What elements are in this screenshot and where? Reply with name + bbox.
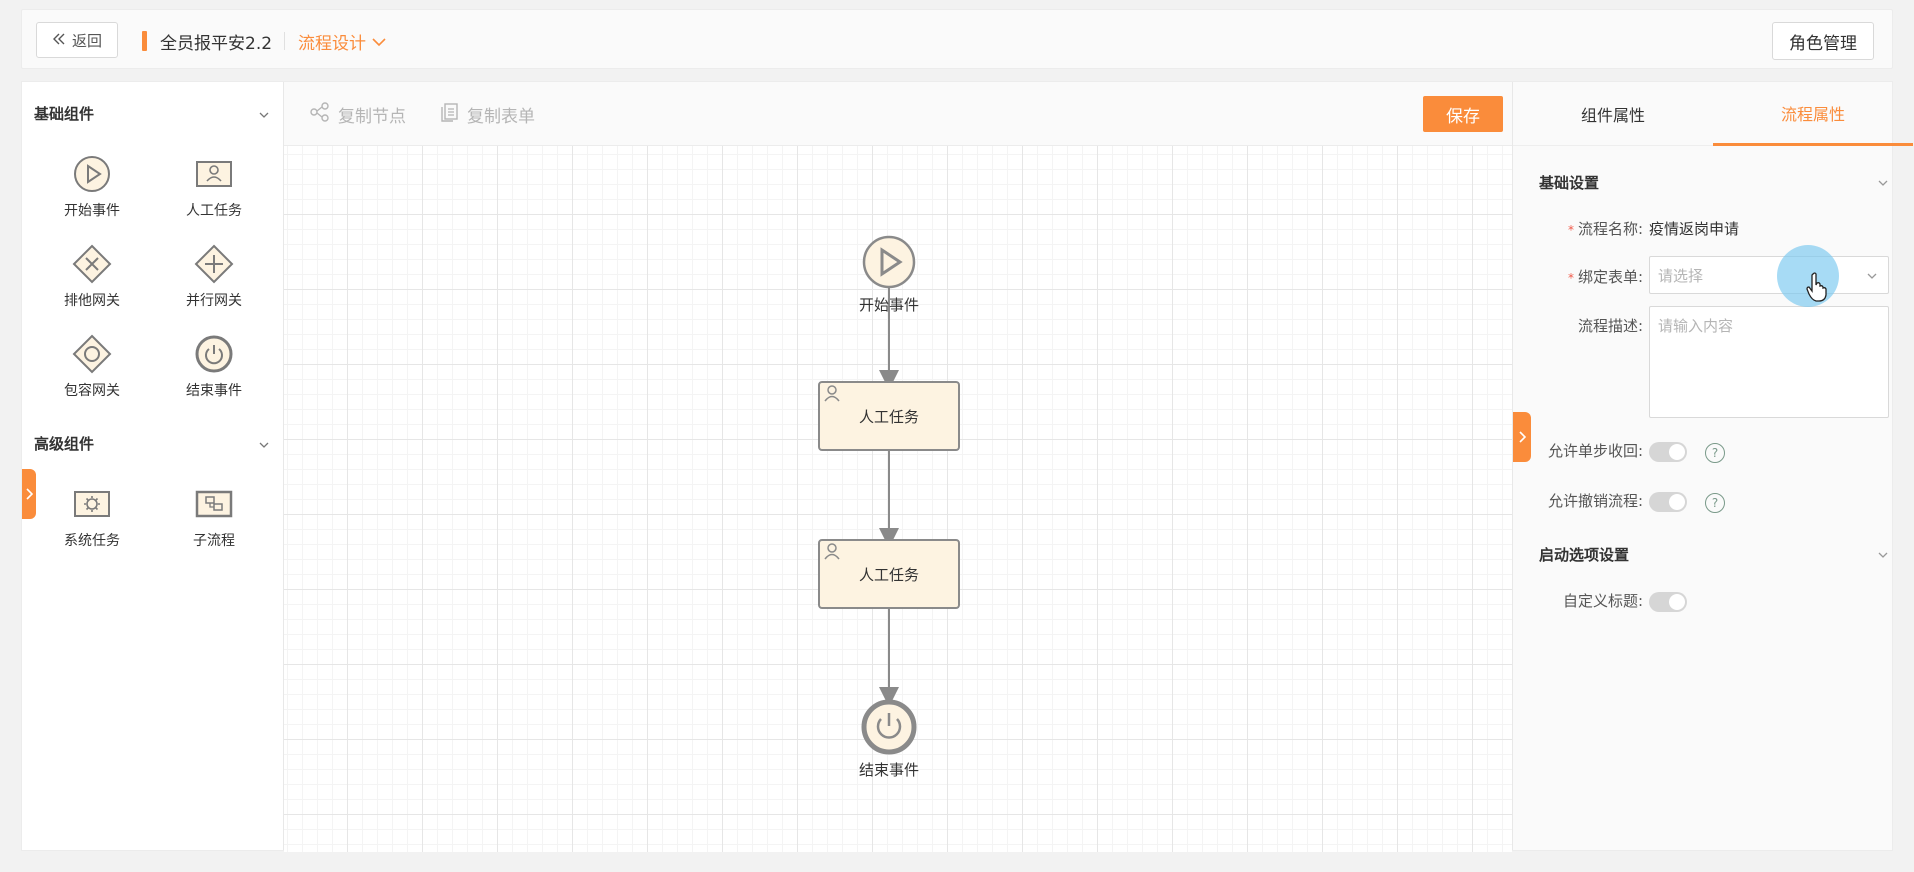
tab-process-properties[interactable]: 流程属性 — [1713, 82, 1913, 146]
user-task-node[interactable] — [818, 381, 960, 451]
allow-cancel-toggle[interactable] — [1649, 492, 1687, 512]
mode-label: 流程设计 — [298, 34, 366, 54]
design-canvas: 复制节点 复制表单 保存 — [284, 82, 1512, 852]
play-circle-icon — [74, 156, 110, 192]
user-task-label: 人工任务 — [858, 408, 919, 426]
palette-item-label: 开始事件 — [64, 203, 120, 219]
palette-item-label: 并行网关 — [186, 293, 242, 309]
subprocess-icon — [195, 490, 233, 518]
palette-item-inclusive-gateway[interactable]: 包容网关 — [42, 334, 142, 400]
chevron-right-icon — [26, 488, 33, 500]
palette-item-label: 系统任务 — [64, 533, 120, 549]
power-circle-icon — [195, 335, 233, 373]
diamond-x-icon — [72, 244, 112, 284]
back-label: 返回 — [71, 31, 102, 50]
required-mark: * — [1567, 271, 1574, 285]
title-accent-bar — [142, 31, 147, 51]
required-mark: * — [1567, 223, 1574, 237]
chevron-down-icon — [258, 107, 270, 119]
process-description-label: 流程描述: — [1577, 317, 1643, 335]
workspace: 基础组件 开始事件 人工任务 排他网关 并行网关 包容网关 结束事件 — [21, 81, 1913, 852]
bind-form-placeholder: 请选择 — [1658, 266, 1704, 285]
top-bar: 返回 全员报平安2.2 流程设计 角色管理 — [21, 9, 1893, 69]
basic-settings-title: 基础设置 — [1539, 174, 1600, 192]
chevron-down-icon — [372, 32, 386, 52]
palette-item-label: 人工任务 — [186, 203, 242, 219]
user-task-label: 人工任务 — [858, 566, 919, 584]
help-icon[interactable]: ? — [1705, 493, 1725, 513]
canvas-toolbar: 复制节点 复制表单 保存 — [284, 82, 1512, 146]
double-chevron-left-icon — [52, 31, 66, 49]
chevron-down-icon — [1878, 552, 1888, 558]
palette-item-start-event[interactable]: 开始事件 — [42, 154, 142, 220]
properties-panel: 组件属性 流程属性 基础设置 *流程名称: 疫情返岗申请 *绑定表单: 请选择 … — [1512, 82, 1913, 850]
custom-title-toggle[interactable] — [1649, 592, 1687, 612]
process-name-value: 疫情返岗申请 — [1649, 220, 1740, 238]
bind-form-label: *绑定表单: — [1567, 268, 1643, 286]
palette-item-label: 子流程 — [193, 533, 235, 549]
start-options-title: 启动选项设置 — [1539, 546, 1630, 564]
diamond-plus-icon — [194, 244, 234, 284]
title-divider — [284, 32, 285, 50]
process-diagram — [818, 235, 960, 755]
canvas-grid[interactable]: 开始事件 人工任务 人工任务 结束事件 — [284, 146, 1512, 852]
expand-palette-handle[interactable] — [22, 469, 36, 519]
diamond-circle-icon — [72, 334, 112, 374]
copy-form-label: 复制表单 — [467, 107, 535, 127]
role-management-button[interactable]: 角色管理 — [1772, 22, 1874, 60]
end-event-label: 结束事件 — [858, 761, 919, 779]
copy-node-button[interactable]: 复制节点 — [310, 102, 406, 127]
start-event-node[interactable] — [862, 235, 916, 289]
tab-component-properties[interactable]: 组件属性 — [1580, 106, 1645, 125]
help-icon[interactable]: ? — [1705, 443, 1725, 463]
palette-item-system-task[interactable]: 系统任务 — [42, 484, 142, 550]
palette-item-label: 排他网关 — [64, 293, 120, 309]
properties-tabs: 组件属性 流程属性 — [1513, 82, 1913, 146]
start-event-label: 开始事件 — [858, 296, 919, 314]
save-button[interactable]: 保存 — [1423, 96, 1503, 132]
custom-title-label: 自定义标题: — [1562, 592, 1643, 610]
chevron-right-icon — [1519, 431, 1526, 443]
basic-group-title: 基础组件 — [34, 104, 95, 123]
allow-single-step-label: 允许单步收回: — [1547, 442, 1643, 460]
chevron-down-icon — [258, 437, 270, 449]
allow-single-step-toggle[interactable] — [1649, 442, 1687, 462]
chevron-down-icon — [1867, 273, 1877, 279]
palette-item-subprocess[interactable]: 子流程 — [164, 484, 264, 550]
cursor-highlight — [1777, 245, 1839, 307]
component-palette: 基础组件 开始事件 人工任务 排他网关 并行网关 包容网关 结束事件 — [22, 82, 284, 850]
chevron-down-icon — [1878, 180, 1888, 186]
process-name-label: *流程名称: — [1567, 220, 1643, 238]
gear-card-icon — [74, 491, 110, 517]
advanced-group-title: 高级组件 — [34, 434, 95, 453]
palette-item-parallel-gateway[interactable]: 并行网关 — [164, 244, 264, 310]
mode-dropdown[interactable]: 流程设计 — [298, 29, 386, 54]
back-button[interactable]: 返回 — [36, 22, 118, 58]
description-placeholder: 请输入内容 — [1658, 317, 1734, 335]
copy-document-icon — [439, 102, 459, 127]
share-nodes-icon — [310, 102, 330, 127]
user-task-node[interactable] — [818, 539, 960, 609]
process-description-textarea[interactable]: 请输入内容 — [1649, 306, 1889, 418]
palette-item-user-task[interactable]: 人工任务 — [164, 154, 264, 220]
start-options-header[interactable]: 启动选项设置 — [1539, 544, 1889, 565]
palette-item-exclusive-gateway[interactable]: 排他网关 — [42, 244, 142, 310]
copy-form-button[interactable]: 复制表单 — [439, 102, 535, 127]
palette-item-label: 结束事件 — [186, 383, 242, 399]
allow-cancel-label: 允许撤销流程: — [1547, 492, 1643, 510]
basic-group-header[interactable]: 基础组件 — [34, 100, 270, 126]
user-card-icon — [196, 161, 232, 187]
hand-pointer-icon — [1806, 272, 1827, 302]
end-event-node[interactable] — [861, 699, 917, 755]
palette-item-end-event[interactable]: 结束事件 — [164, 334, 264, 400]
bind-form-select[interactable]: 请选择 — [1649, 256, 1889, 294]
collapse-panel-handle[interactable] — [1513, 412, 1531, 462]
copy-node-label: 复制节点 — [338, 107, 406, 127]
app-title: 全员报平安2.2 — [160, 34, 273, 54]
palette-item-label: 包容网关 — [64, 383, 120, 399]
basic-settings-header[interactable]: 基础设置 — [1539, 172, 1889, 193]
advanced-group-header[interactable]: 高级组件 — [34, 430, 270, 456]
